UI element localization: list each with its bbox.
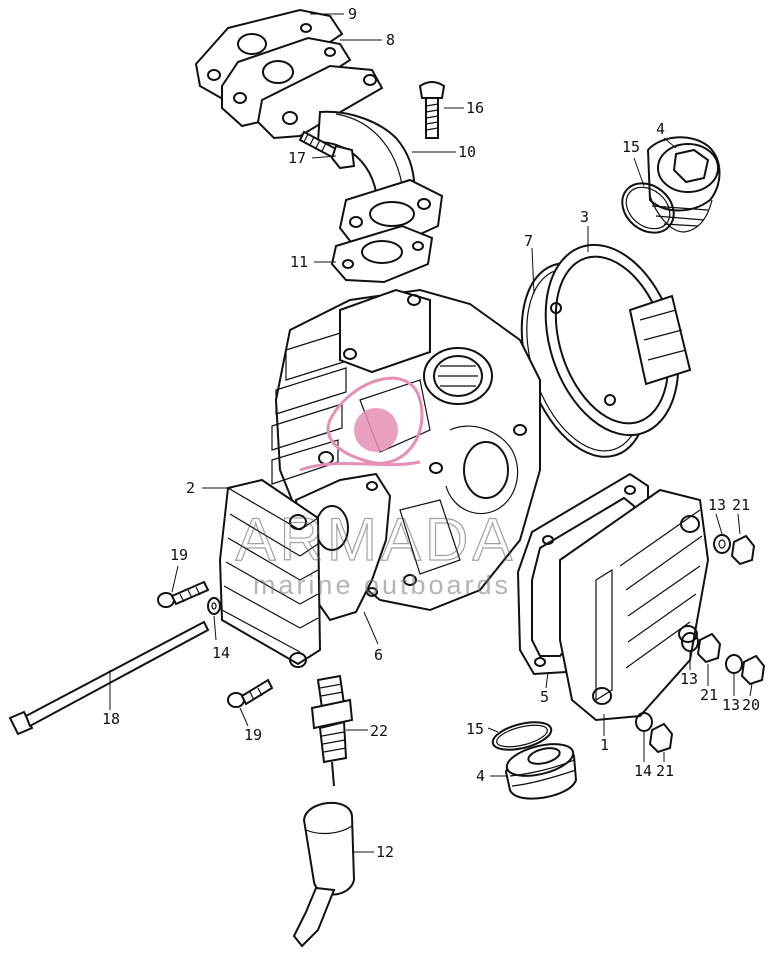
tappet-cap-4-lower xyxy=(504,743,578,800)
part-label-12: 12 xyxy=(376,843,394,861)
washer-13-right xyxy=(725,654,743,674)
part-label-21-lower: 21 xyxy=(656,762,674,780)
plug-cap-12 xyxy=(292,802,356,948)
part-label-15-top: 15 xyxy=(622,138,640,156)
part-label-4-top: 4 xyxy=(656,120,665,138)
part-label-18: 18 xyxy=(102,710,120,728)
side-cover-3 xyxy=(544,243,692,437)
part-label-8: 8 xyxy=(386,31,395,49)
washer-14-left xyxy=(207,597,221,615)
part-number-labels: 9 8 16 4 10 17 15 3 7 11 2 13 21 19 14 6… xyxy=(102,5,760,861)
o-ring-15-top xyxy=(621,182,675,234)
nut-21-upper xyxy=(730,534,756,566)
nut-21-lower xyxy=(648,722,674,754)
part-label-6: 6 xyxy=(374,646,383,664)
nut-21-middle xyxy=(696,632,722,664)
screw-19-lower xyxy=(227,678,274,708)
part-label-22: 22 xyxy=(370,722,388,740)
part-label-1: 1 xyxy=(600,736,609,754)
part-label-21-upper: 21 xyxy=(732,496,750,514)
part-label-16: 16 xyxy=(466,99,484,117)
washer-14-right xyxy=(635,712,653,732)
part-label-5: 5 xyxy=(540,688,549,706)
part-label-9: 9 xyxy=(348,5,357,23)
part-label-21-middle: 21 xyxy=(700,686,718,704)
washer-13-middle xyxy=(681,632,699,652)
leader-lines xyxy=(109,13,753,853)
washer-13-upper xyxy=(713,534,731,554)
stud-bolt-18 xyxy=(8,620,210,736)
part-label-7: 7 xyxy=(524,232,533,250)
part-label-13-middle: 13 xyxy=(680,670,698,688)
spark-plug-22 xyxy=(310,674,354,787)
watermark-brand: ARMADA xyxy=(236,506,517,573)
part-label-13-upper: 13 xyxy=(708,496,726,514)
part-label-17: 17 xyxy=(288,149,306,167)
part-label-20: 20 xyxy=(742,696,760,714)
nut-20 xyxy=(740,654,766,686)
part-label-10: 10 xyxy=(458,143,476,161)
part-label-2: 2 xyxy=(186,479,195,497)
armada-watermark: ARMADA marine outboards xyxy=(235,376,517,600)
bolt-17 xyxy=(298,130,356,170)
part-label-4-lower: 4 xyxy=(476,767,485,785)
armada-logo-mark xyxy=(299,376,424,472)
part-label-19-lower: 19 xyxy=(244,726,262,744)
watermark-tagline: marine outboards xyxy=(253,570,511,600)
part-label-15-lower: 15 xyxy=(466,720,484,738)
part-label-3: 3 xyxy=(580,208,589,226)
head-cover-1 xyxy=(559,488,710,722)
screw-19-upper xyxy=(157,580,210,608)
fin-cover-2 xyxy=(218,478,322,668)
part-label-13-right: 13 xyxy=(722,696,740,714)
part-label-14-right: 14 xyxy=(634,762,652,780)
part-label-19-upper: 19 xyxy=(170,546,188,564)
intake-gasket-11 xyxy=(330,224,434,284)
tappet-cap-4-top xyxy=(646,136,721,233)
part-label-14-left: 14 xyxy=(212,644,230,662)
intake-gasket-8 xyxy=(221,36,352,128)
part-label-11: 11 xyxy=(290,253,308,271)
bolt-16 xyxy=(418,81,446,139)
o-ring-15-lower xyxy=(491,721,553,751)
